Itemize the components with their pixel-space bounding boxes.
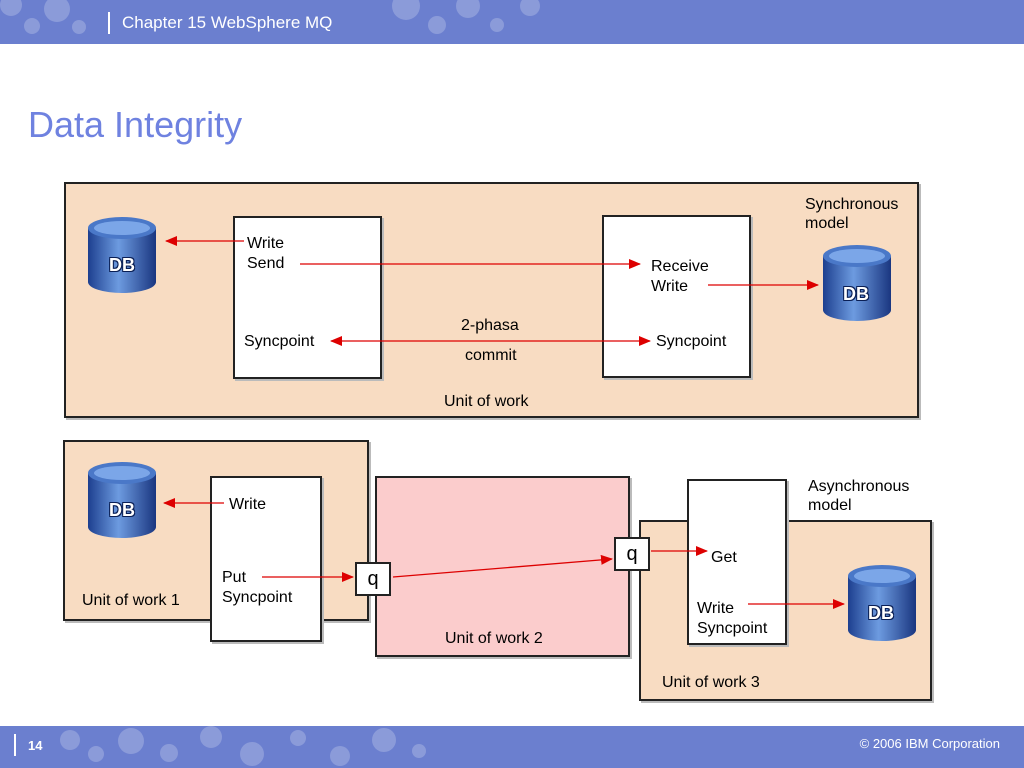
uow1-write-label: Write <box>229 496 267 513</box>
sync-model-label-1: Synchronous <box>805 196 899 213</box>
slide-title: Data Integrity <box>28 104 243 145</box>
sender-syncpoint-label: Syncpoint <box>244 333 315 350</box>
page-number: 14 <box>28 738 43 753</box>
header-separator <box>108 12 110 34</box>
footer-band <box>0 726 1024 768</box>
queue-right: q <box>614 537 650 571</box>
receiver-syncpoint-label: Syncpoint <box>656 333 727 350</box>
uow3-syncpoint-label: Syncpoint <box>697 620 768 637</box>
receiver-box <box>602 215 751 378</box>
unit-of-work-1-label: Unit of work 1 <box>82 592 180 609</box>
uow1-syncpoint-label: Syncpoint <box>222 589 293 606</box>
uow3-application-box <box>687 479 787 645</box>
uow1-put-label: Put <box>222 569 247 586</box>
async-model-label-2: model <box>808 497 852 514</box>
database-icon <box>88 462 156 538</box>
unit-of-work-label: Unit of work <box>444 393 529 410</box>
header-band <box>0 0 1024 44</box>
receiver-write-label: Write <box>651 278 689 295</box>
commit-label: commit <box>465 347 517 364</box>
sync-model-label-2: model <box>805 215 849 232</box>
sender-write-label: Write <box>247 235 285 252</box>
database-icon <box>823 245 891 321</box>
async-model-label-1: Asynchronous <box>808 478 910 495</box>
footer-separator <box>14 734 16 756</box>
db-label-uow3: DB <box>868 603 894 623</box>
queue-left: q <box>355 562 391 596</box>
copyright: © 2006 IBM Corporation <box>859 736 1000 751</box>
sync-unit-of-work-panel <box>64 182 919 418</box>
db-label-sync-left: DB <box>109 255 135 275</box>
db-label-sync-right: DB <box>843 284 869 304</box>
uow3-write-label: Write <box>697 600 735 617</box>
unit-of-work-3-label: Unit of work 3 <box>662 674 760 691</box>
database-icon <box>848 565 916 641</box>
database-icon <box>88 217 156 293</box>
chapter-title: Chapter 15 WebSphere MQ <box>122 13 333 32</box>
receiver-receive-label: Receive <box>651 258 709 275</box>
uow3-get-label: Get <box>711 549 737 566</box>
sender-send-label: Send <box>247 255 285 272</box>
unit-of-work-2-label: Unit of work 2 <box>445 630 543 647</box>
two-phase-label: 2-phasa <box>461 317 519 334</box>
sender-box <box>233 216 382 379</box>
db-label-uow1: DB <box>109 500 135 520</box>
uow1-application-box <box>210 476 322 642</box>
